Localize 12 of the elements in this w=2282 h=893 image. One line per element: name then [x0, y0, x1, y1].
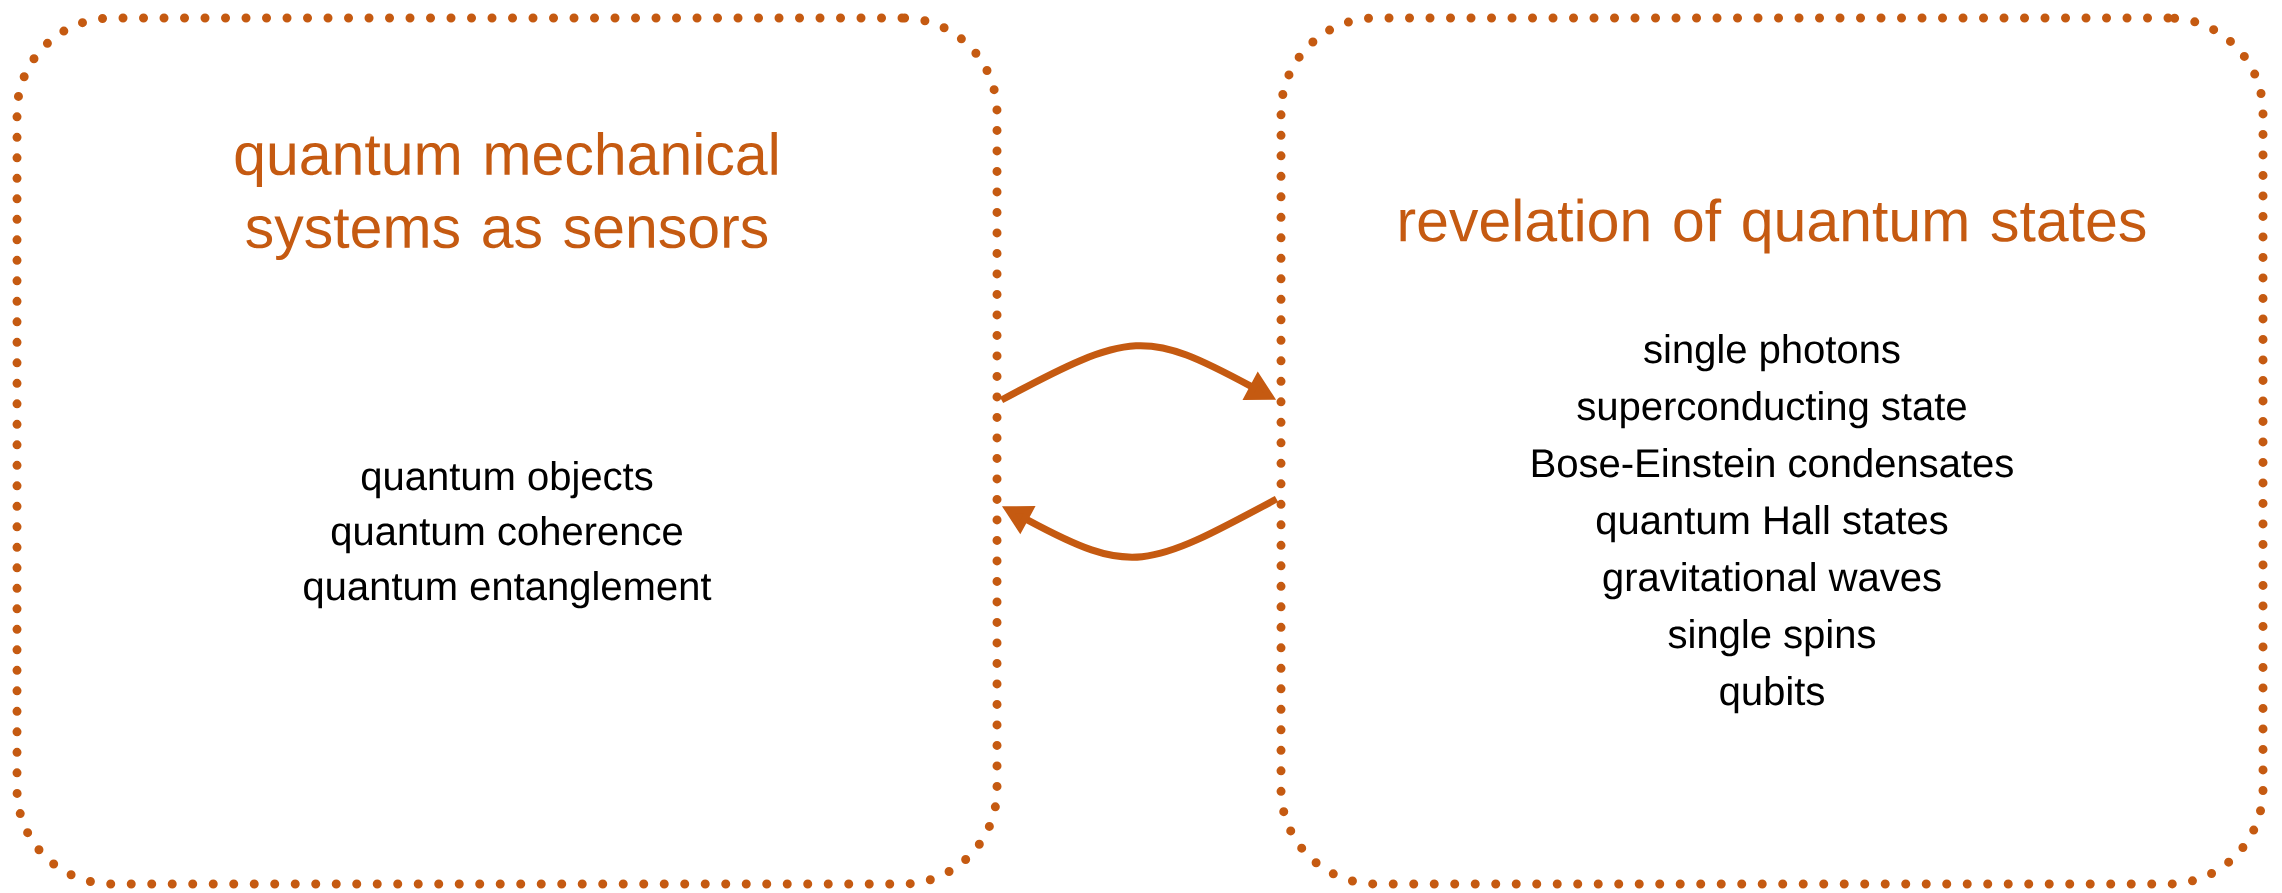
list-item: Bose-Einstein condensates [1532, 448, 2013, 478]
list-item: quantum objects [361, 461, 653, 499]
list-item: qubits [1720, 676, 1824, 714]
list-item: gravitational waves [1603, 562, 1941, 600]
list-item: quantum Hall states [1596, 505, 1948, 543]
list-item: superconducting state [1577, 391, 1966, 429]
list-item: single photons [1644, 334, 1900, 372]
list-item: quantum entanglement [304, 571, 712, 609]
box-title: quantum mechanical systems as sensors [235, 132, 777, 260]
list-item: single spins [1668, 619, 1875, 657]
box-title: revelation of quantum states [1400, 198, 2146, 254]
list-item: quantum coherence [331, 516, 682, 554]
